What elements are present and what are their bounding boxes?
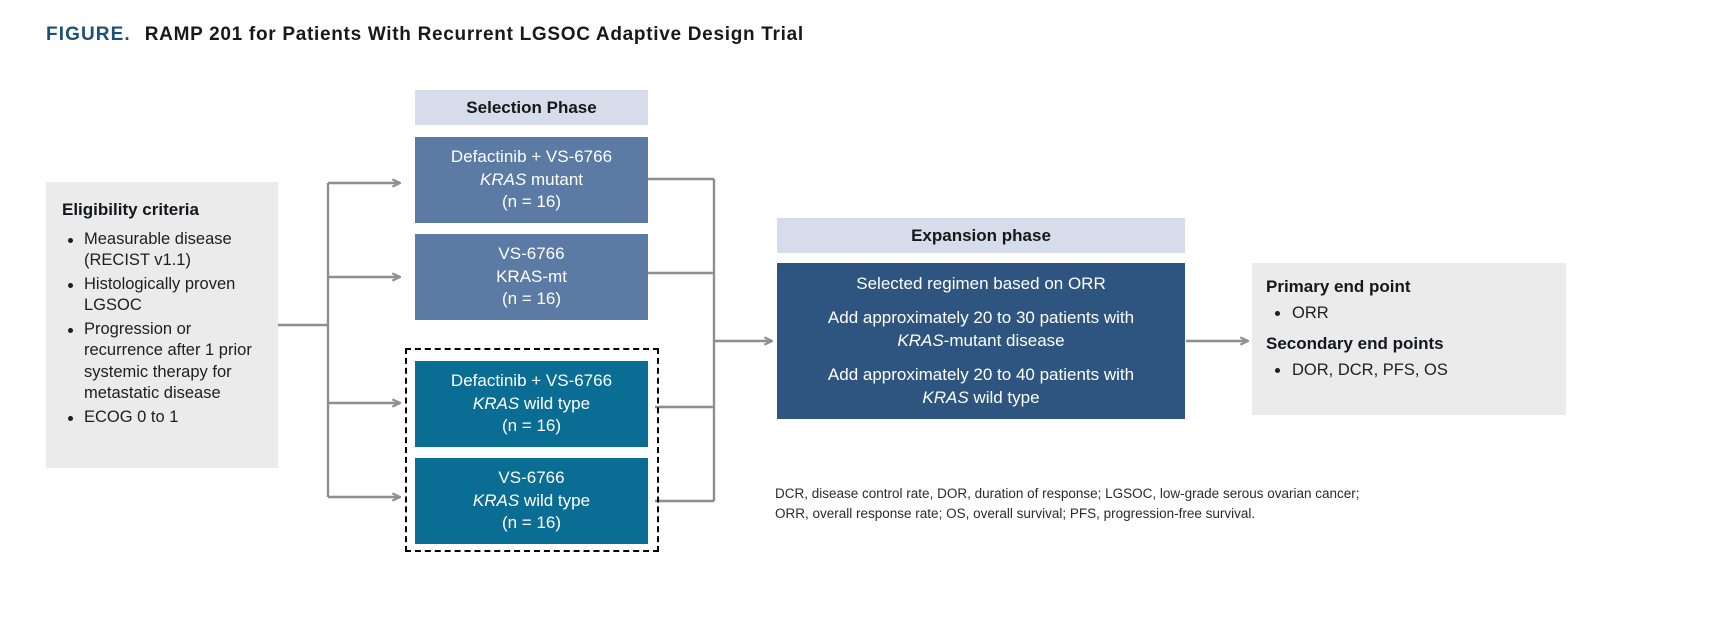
arm-line-1: VS-6766	[498, 468, 565, 488]
list-item: ECOG 0 to 1	[62, 407, 264, 428]
selection-arm-vs6766-kras-mt: VS-6766 KRAS-mt (n = 16)	[415, 234, 648, 320]
list-item: Histologically proven LGSOC	[62, 274, 264, 317]
gene-name-italic: KRAS	[472, 393, 520, 413]
expansion-line-3: Add approximately 20 to 40 patients with…	[828, 364, 1134, 409]
expansion-line-2-post: -mutant disease	[943, 330, 1065, 350]
arm-line-2-rest: wild type	[519, 393, 591, 413]
secondary-end-points-list: DOR, DCR, PFS, OS	[1266, 360, 1552, 381]
figure-label: FIGURE.	[46, 24, 131, 45]
selection-arm-vs6766-kras-wild-type: VS-6766 KRAS wild type (n = 16)	[415, 458, 648, 544]
selection-phase-header: Selection Phase	[415, 90, 648, 125]
arm-line-2: KRAS wild type	[473, 490, 590, 512]
arm-line-2: KRAS mutant	[480, 169, 583, 191]
abbreviations-footnote: DCR, disease control rate, DOR, duration…	[775, 484, 1475, 523]
primary-end-point-heading: Primary end point	[1266, 277, 1411, 296]
list-item: Measurable disease (RECIST v1.1)	[62, 229, 264, 272]
arm-line-1: Defactinib + VS-6766	[450, 147, 613, 167]
expansion-line-1: Selected regimen based on ORR	[856, 273, 1106, 293]
arm-sample-size: (n = 16)	[501, 192, 562, 212]
page-title: RAMP 201 for Patients With Recurrent LGS…	[144, 24, 804, 45]
end-points-panel: Primary end point ORR Secondary end poin…	[1252, 263, 1566, 415]
list-item: ORR	[1266, 303, 1552, 324]
arm-line-2-rest: wild type	[519, 490, 591, 510]
gene-name-italic: KRAS	[472, 490, 520, 510]
arm-sample-size: (n = 16)	[501, 289, 562, 309]
selection-arm-defactinib-vs6766-kras-mutant: Defactinib + VS-6766 KRAS mutant (n = 16…	[415, 137, 648, 223]
gene-name-italic: KRAS	[922, 387, 969, 407]
expansion-line-3-post: wild type	[968, 387, 1040, 407]
eligibility-criteria-panel: Eligibility criteria Measurable disease …	[46, 182, 278, 468]
arm-sample-size: (n = 16)	[501, 416, 562, 436]
expansion-line-2-tail: KRAS-mutant disease	[897, 331, 1064, 350]
arm-line-1: Defactinib + VS-6766	[450, 371, 613, 391]
list-item: Progression or recurrence after 1 prior …	[62, 319, 264, 405]
expansion-line-2-pre: Add approximately 20 to 30 patients with	[827, 308, 1135, 328]
arm-line-2: KRAS wild type	[473, 393, 590, 415]
eligibility-heading: Eligibility criteria	[62, 200, 199, 219]
selection-arm-defactinib-vs6766-kras-wild-type: Defactinib + VS-6766 KRAS wild type (n =…	[415, 361, 648, 447]
arm-line-1: VS-6766	[498, 244, 565, 264]
expansion-line-3-tail: KRAS wild type	[922, 388, 1039, 407]
eligibility-criteria-list: Measurable disease (RECIST v1.1) Histolo…	[62, 229, 264, 428]
kras-wild-type-group-outline	[405, 348, 659, 552]
arm-line-2-rest: mutant	[526, 169, 583, 189]
list-item: DOR, DCR, PFS, OS	[1266, 360, 1552, 381]
secondary-end-points-heading: Secondary end points	[1266, 334, 1444, 354]
primary-end-point-list: ORR	[1266, 303, 1552, 324]
footnote-line-1: DCR, disease control rate, DOR, duration…	[775, 486, 1360, 501]
expansion-phase-header: Expansion phase	[777, 218, 1185, 253]
arm-sample-size: (n = 16)	[501, 513, 562, 533]
gene-name-italic: KRAS	[480, 169, 527, 189]
expansion-phase-body: Selected regimen based on ORR Add approx…	[777, 263, 1185, 419]
footnote-line-2: ORR, overall response rate; OS, overall …	[775, 505, 1256, 521]
arm-line-2: KRAS-mt	[496, 266, 567, 286]
expansion-line-3-pre: Add approximately 20 to 40 patients with	[827, 365, 1135, 385]
figure-title-row: FIGURE. RAMP 201 for Patients With Recur…	[46, 24, 804, 46]
expansion-line-2: Add approximately 20 to 30 patients with…	[828, 307, 1134, 352]
gene-name-italic: KRAS	[897, 330, 944, 350]
